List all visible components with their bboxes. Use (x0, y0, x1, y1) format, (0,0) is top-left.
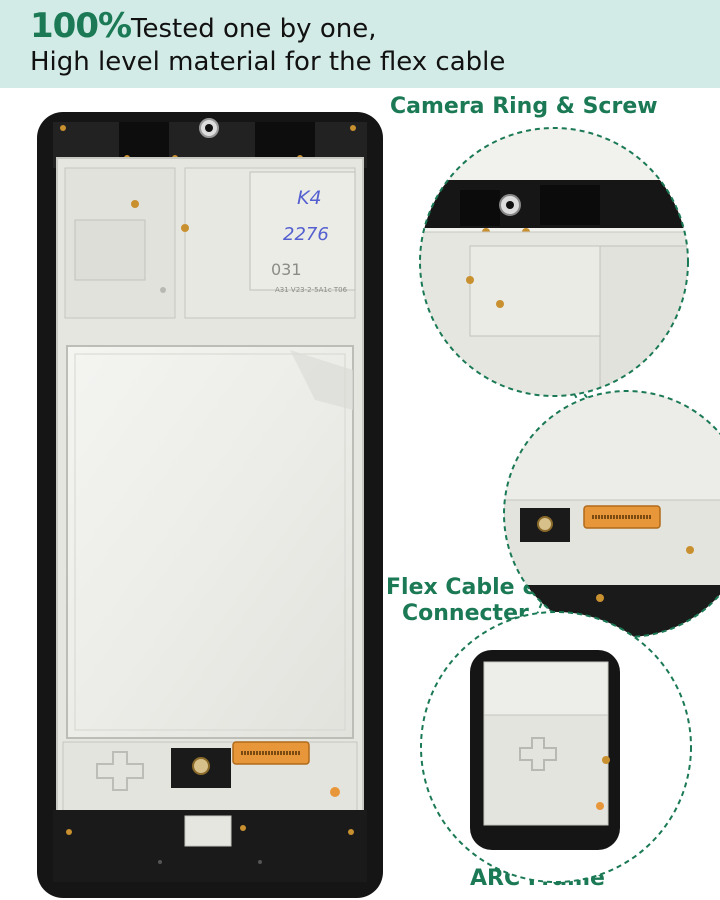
callout-flex-line-1: Flex Cable & (386, 575, 542, 600)
lcd-back-panel (66, 345, 354, 739)
banner-line-1: 100%Tested one by one, (30, 6, 376, 46)
screw-icon (496, 300, 504, 308)
screw-icon (350, 125, 356, 131)
banner-line-1-text: Tested one by one, (131, 14, 377, 44)
screw-icon (131, 200, 139, 208)
zoom-circle-flex-cable (504, 391, 720, 637)
phone-lcd-frame-image: K4 2276 031 A31 V23-2-5A1c T06 (37, 112, 383, 898)
part-code-text: A31 V23-2-5A1c T06 (275, 286, 348, 294)
callout-flex-cable: Flex Cable & Connecter (386, 575, 541, 627)
handwriting-line-2: 2276 (283, 224, 329, 245)
handwriting-line-1: K4 (297, 187, 322, 209)
highlight-percentage: 100% (30, 6, 132, 46)
screw-icon (602, 756, 610, 764)
model-code-text: 031 (271, 260, 302, 279)
zoom-circle-arc-frame (421, 612, 691, 882)
screw-icon (686, 546, 694, 554)
screw-icon (348, 829, 354, 835)
screw-icon (60, 125, 66, 131)
cross-bracket-icon (519, 737, 557, 771)
banner-line-2: High level material for the flex cable (30, 47, 506, 77)
cross-bracket-icon (96, 751, 144, 791)
screw-icon (181, 224, 189, 232)
callout-camera-ring: Camera Ring & Screw (390, 94, 658, 119)
screw-icon (596, 594, 604, 602)
screw-icon (66, 829, 72, 835)
zoom-circle-camera (420, 128, 688, 396)
screw-icon (240, 825, 246, 831)
screw-icon (466, 276, 474, 284)
header-banner: 100%Tested one by one, High level materi… (0, 0, 720, 88)
